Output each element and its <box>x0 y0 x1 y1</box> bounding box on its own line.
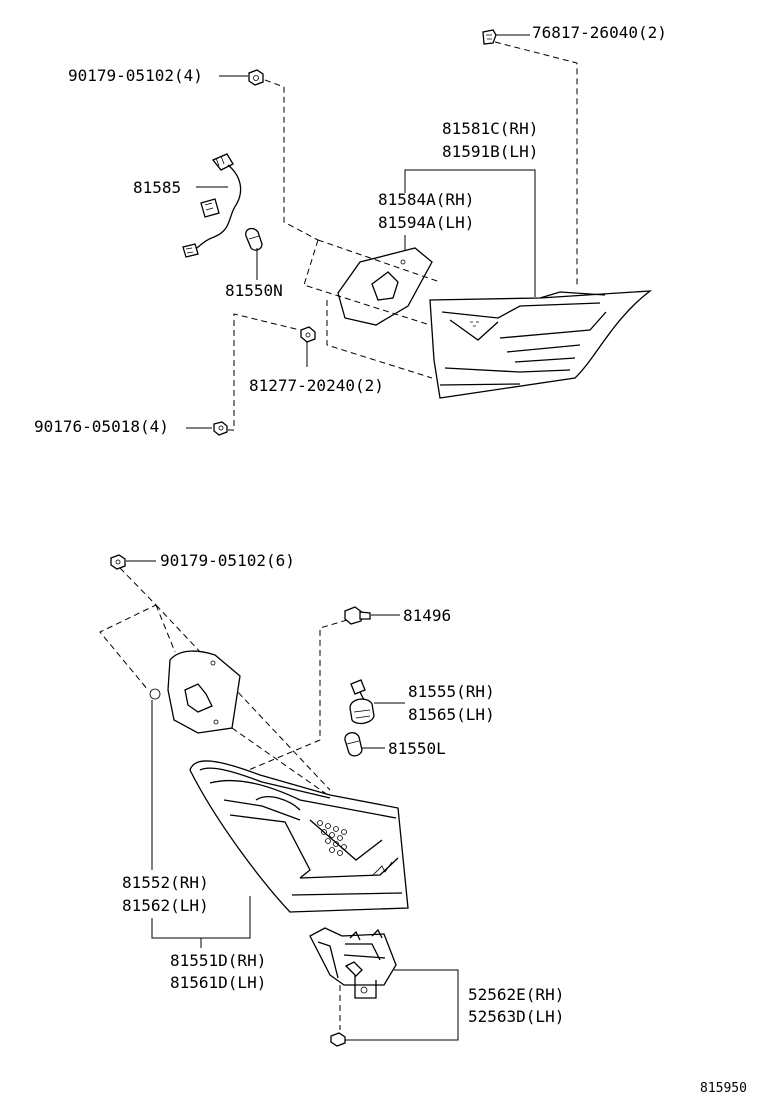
label-81584a: 81584A(RH) <box>378 190 474 209</box>
label-81581c: 81581C(RH) <box>442 119 538 138</box>
label-81561d: 81561D(LH) <box>170 973 266 992</box>
nut-90179-part-lower <box>110 554 126 570</box>
nut-90176-part <box>213 421 228 436</box>
label-81594a: 81594A(LH) <box>378 213 474 232</box>
label-81555: 81555(RH) <box>408 682 495 701</box>
bulb-81550n-part <box>245 227 263 251</box>
lamp-led-cluster <box>317 820 347 856</box>
label-81552: 81552(RH) <box>122 873 209 892</box>
label-90176-05018: 90176-05018(4) <box>34 417 169 436</box>
gasket-81552-part <box>149 650 241 734</box>
lower-assembly: 90179-05102(6) 81496 81555(RH) 81565(LH)… <box>99 551 564 1047</box>
lamp-81551d-part <box>189 760 409 913</box>
label-81277-20240: 81277-20240(2) <box>249 376 384 395</box>
label-81550n: 81550N <box>225 281 283 300</box>
label-81591b: 81591B(LH) <box>442 142 538 161</box>
label-52562e: 52562E(RH) <box>468 985 564 1004</box>
label-81565: 81565(LH) <box>408 705 495 724</box>
label-52563d: 52563D(LH) <box>468 1007 564 1026</box>
screw-52562-part <box>330 1032 346 1047</box>
gasket-81584a-part <box>337 247 433 326</box>
clip-76817-part <box>482 29 497 45</box>
label-90179-05102-lower: 90179-05102(6) <box>160 551 295 570</box>
screw-81496-part <box>344 606 371 625</box>
wire-harness-81585-part <box>182 153 242 258</box>
socket-81555-part <box>349 679 375 725</box>
upper-assembly: 76817-26040(2) 90179-05102(4) 81585 81 <box>34 23 667 436</box>
label-90179-05102-upper: 90179-05102(4) <box>68 66 203 85</box>
label-81550l: 81550L <box>388 739 446 758</box>
label-81496: 81496 <box>403 606 451 625</box>
label-76817-26040: 76817-26040(2) <box>532 23 667 42</box>
lamp-81581c-part <box>429 290 653 399</box>
bracket-52562e-part <box>309 927 397 999</box>
label-81562: 81562(LH) <box>122 896 209 915</box>
label-81551d: 81551D(RH) <box>170 951 266 970</box>
washer-81277-part <box>300 326 316 343</box>
label-81585: 81585 <box>133 178 181 197</box>
nut-90179-part-upper <box>248 69 264 86</box>
bulb-81550l-part <box>344 732 363 757</box>
diagram-id: 815950 <box>700 1081 747 1096</box>
